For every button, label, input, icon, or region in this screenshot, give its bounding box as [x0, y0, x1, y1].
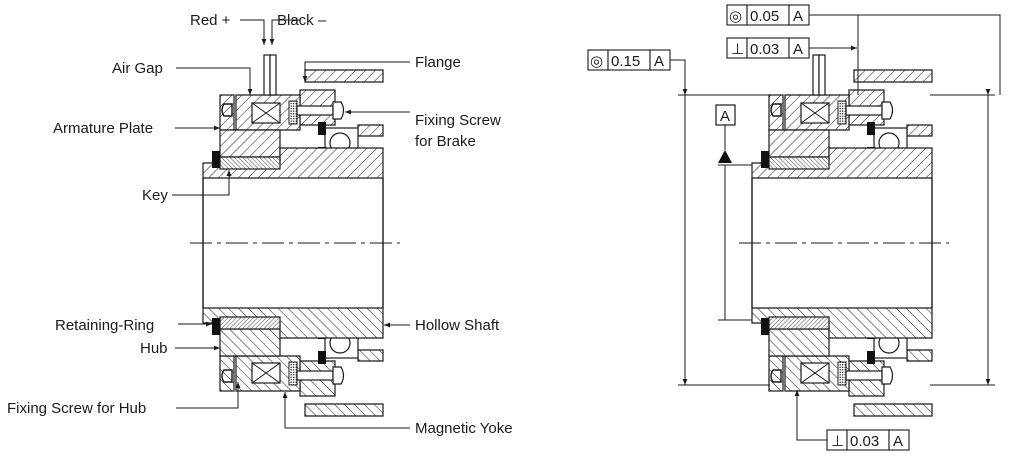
tolerance-datum: A — [793, 41, 803, 58]
label-air-gap: Air Gap — [112, 60, 163, 77]
tolerance-value: 0.03 — [750, 41, 779, 58]
label-hub: Hub — [140, 340, 168, 357]
datum-label: A — [720, 108, 730, 125]
right-tolerances: A ◎ 0.05 A ⊥ 0.03 A ◎ 0.15 A ⊥ 0.03 A — [587, 4, 1001, 451]
label-armature-plate: Armature Plate — [53, 120, 153, 137]
tolerance-datum: A — [654, 53, 664, 70]
coaxiality-icon: ◎ — [590, 53, 603, 70]
coaxiality-icon: ◎ — [729, 8, 742, 25]
left-callouts: Red + Black – Air Gap Armature Plate Key… — [7, 12, 513, 437]
label-flange: Flange — [415, 54, 461, 71]
fcf-perpendicularity-top: ⊥ 0.03 A — [726, 37, 810, 59]
tolerance-datum: A — [893, 433, 903, 450]
tolerance-value: 0.15 — [611, 53, 640, 70]
label-retaining-ring: Retaining-Ring — [55, 317, 154, 334]
tolerance-datum: A — [793, 8, 803, 25]
label-red: Red + — [190, 12, 231, 29]
perpendicularity-icon: ⊥ — [731, 41, 744, 58]
fcf-perpendicularity-bottom: ⊥ 0.03 A — [826, 429, 910, 451]
label-key: Key — [142, 187, 168, 204]
fcf-coaxiality-0-15: ◎ 0.15 A — [587, 49, 671, 71]
perpendicularity-icon: ⊥ — [831, 433, 844, 450]
datum-box — [715, 104, 736, 126]
label-hollow-shaft: Hollow Shaft — [415, 317, 500, 334]
label-magnetic-yoke: Magnetic Yoke — [415, 420, 513, 437]
label-fixing-screw-hub: Fixing Screw for Hub — [7, 400, 146, 417]
label-black: Black – — [277, 12, 327, 29]
right-section-view — [739, 55, 949, 416]
left-section-view — [190, 55, 400, 416]
datum-triangle-icon — [718, 150, 732, 163]
fcf-coaxiality-0-05: ◎ 0.05 A — [726, 4, 810, 26]
label-fixing-screw-brake-2: for Brake — [415, 133, 476, 150]
tolerance-value: 0.05 — [750, 8, 779, 25]
tolerance-value: 0.03 — [850, 433, 879, 450]
label-fixing-screw-brake: Fixing Screw — [415, 112, 501, 129]
